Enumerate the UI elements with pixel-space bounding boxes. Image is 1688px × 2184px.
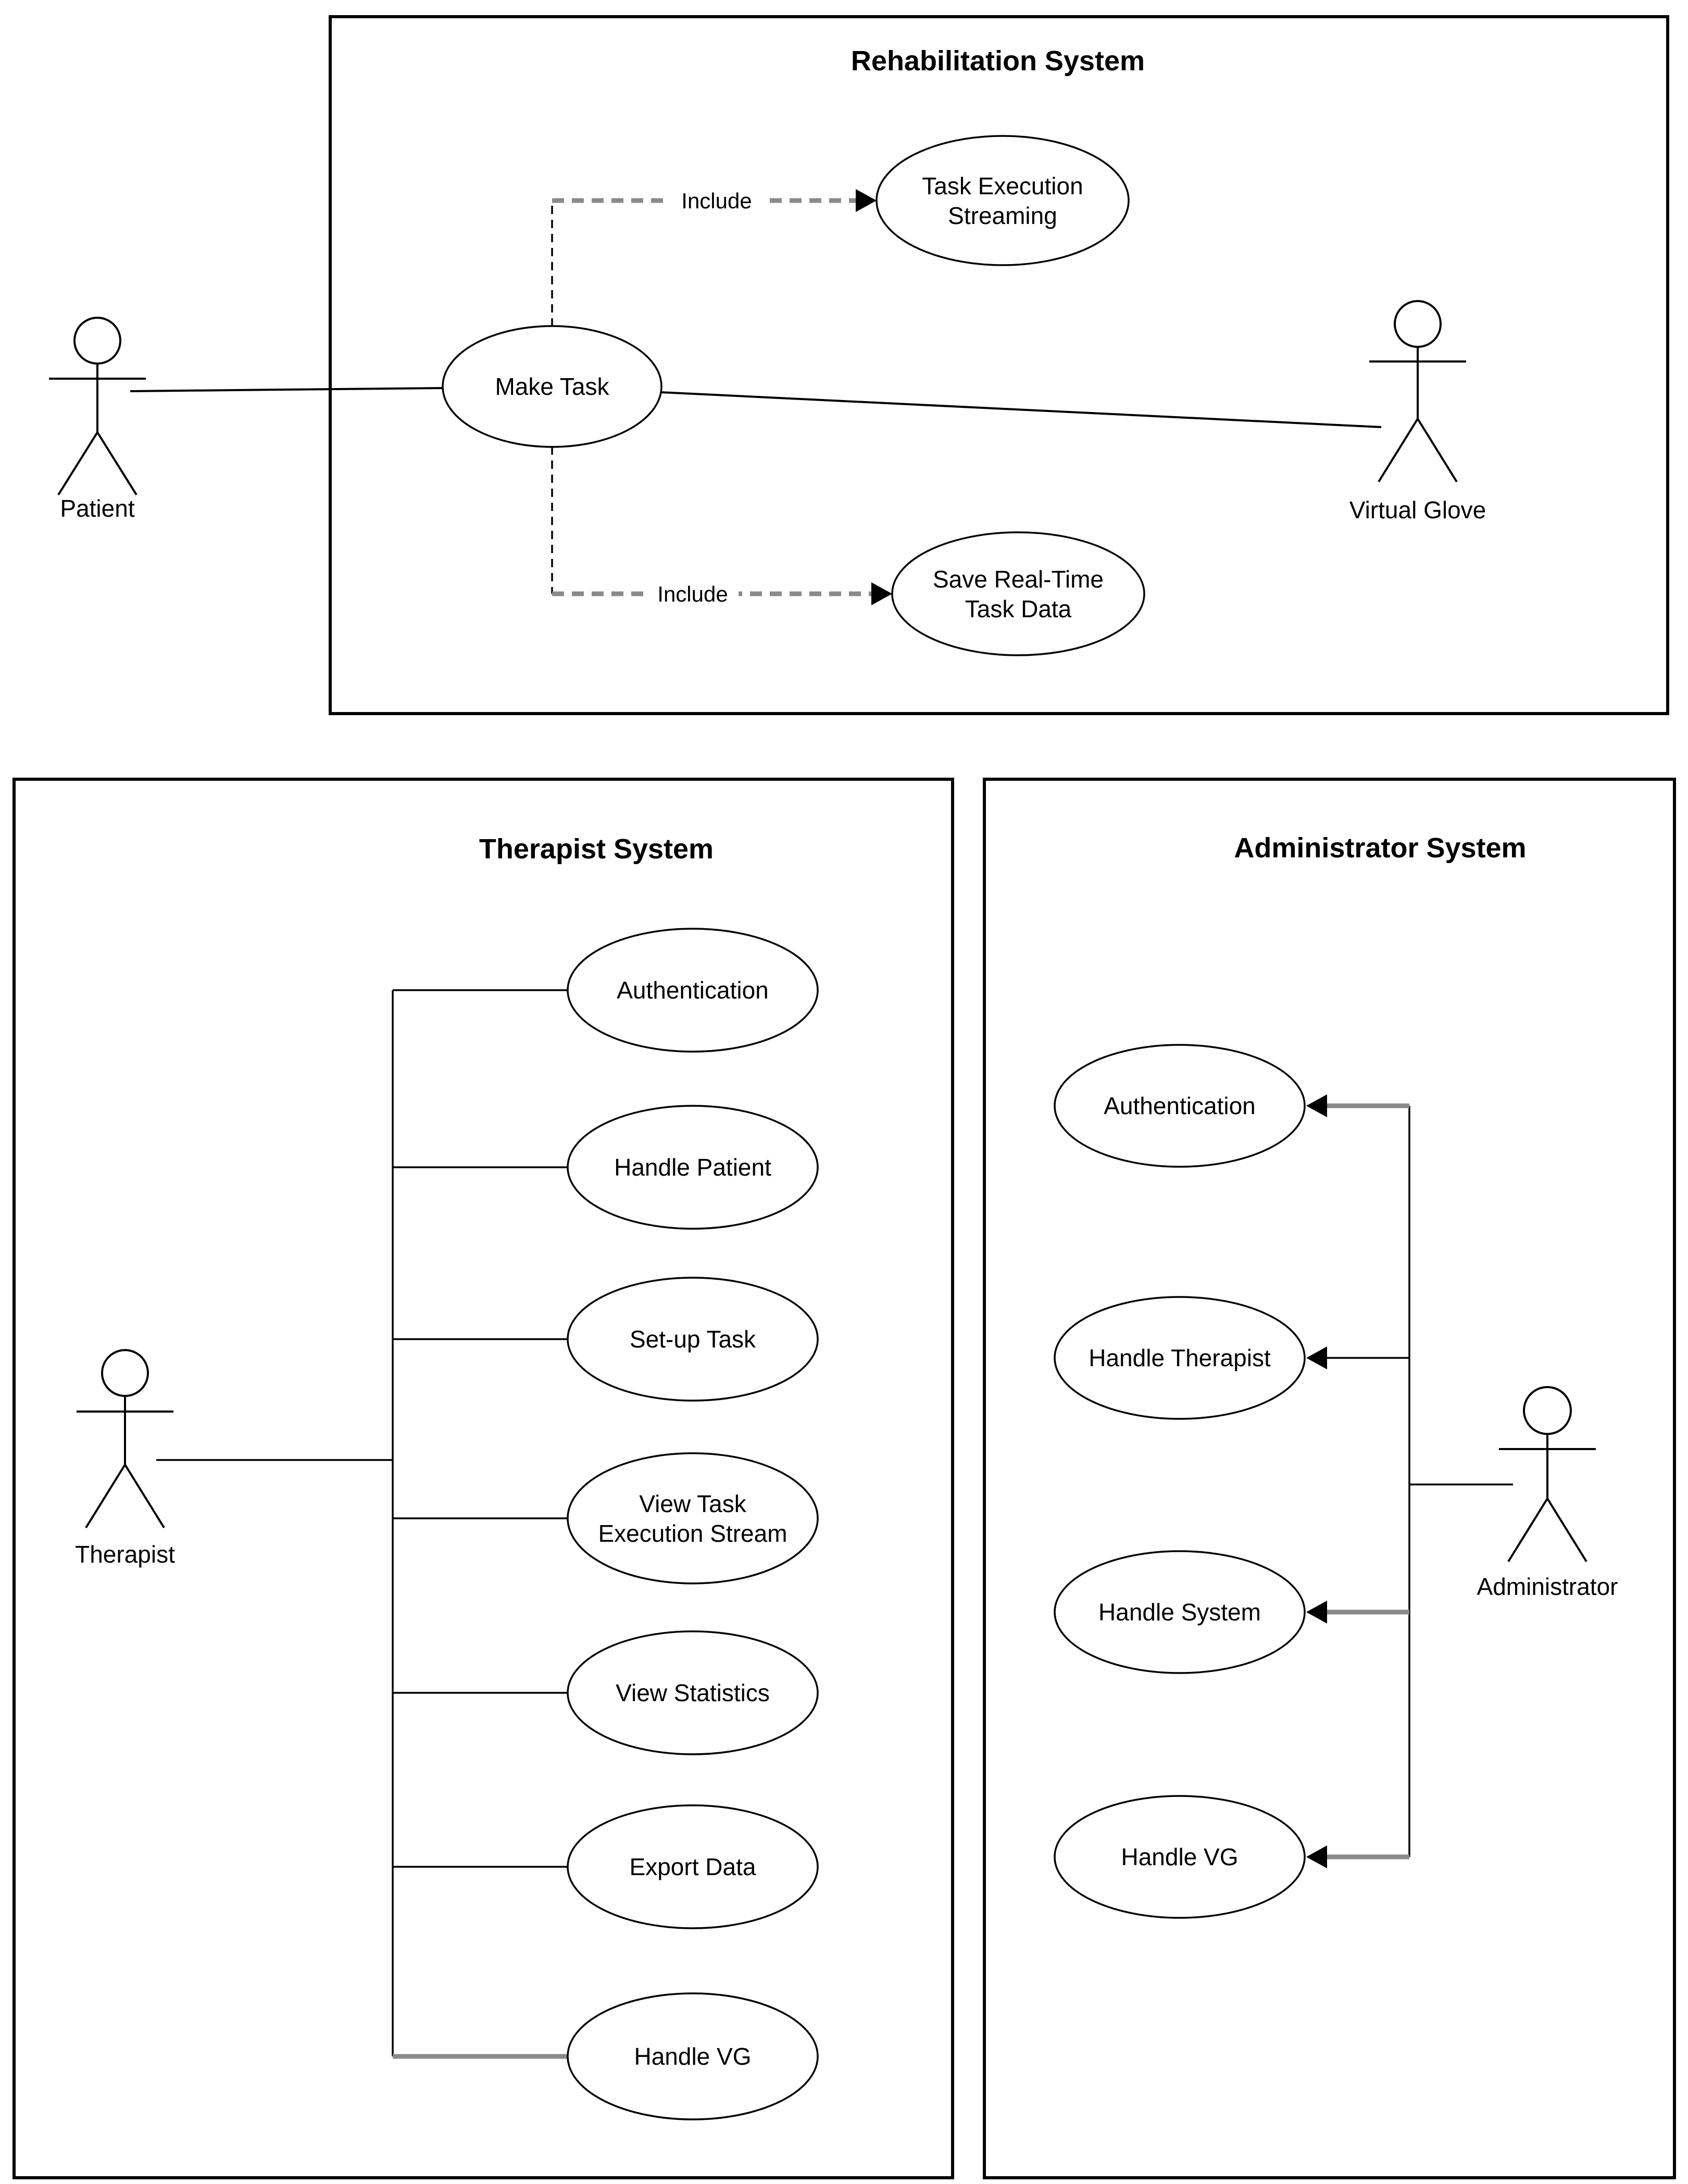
handle-system-label: Handle System bbox=[1098, 1599, 1261, 1626]
actor-leg-left bbox=[1507, 1497, 1548, 1563]
arrowhead-handle-system-icon bbox=[1306, 1601, 1327, 1624]
administrator-system-title: Administrator System bbox=[1234, 832, 1526, 864]
administrator-system-box: Administrator System bbox=[983, 778, 1676, 2179]
include-1-label-bg bbox=[671, 184, 762, 216]
system-boundary bbox=[12, 778, 954, 2179]
arrowhead-authentication-icon bbox=[1306, 1094, 1327, 1117]
view-task-label-line1: View Task bbox=[639, 1490, 746, 1517]
view-task-label-line2: Execution Stream bbox=[598, 1520, 787, 1547]
handle-therapist-label: Handle Therapist bbox=[1089, 1344, 1271, 1371]
admin-authentication-label: Authentication bbox=[1104, 1092, 1256, 1119]
use-case-save-real-time-task-data bbox=[891, 531, 1145, 656]
therapist-actor-icon bbox=[77, 1349, 173, 1529]
export-data-label: Export Data bbox=[630, 1853, 756, 1880]
use-case-set-up-task bbox=[567, 1277, 819, 1402]
virtual-glove-actor-icon bbox=[1369, 300, 1466, 483]
actor-leg-right bbox=[1546, 1497, 1587, 1563]
admin-handle-vg-label: Handle VG bbox=[1121, 1843, 1238, 1870]
view-statistics-label: View Statistics bbox=[616, 1679, 770, 1706]
use-case-make-task bbox=[442, 325, 662, 448]
save-real-time-label-line1: Save Real-Time bbox=[933, 566, 1104, 593]
use-case-export-data bbox=[567, 1804, 819, 1929]
therapist-actor-label: Therapist bbox=[75, 1541, 175, 1568]
use-case-view-statistics bbox=[567, 1630, 819, 1755]
actor-leg-left bbox=[57, 431, 98, 496]
actor-head bbox=[101, 1349, 149, 1397]
rehabilitation-system-box: Rehabilitation System bbox=[329, 15, 1669, 715]
use-case-admin-authentication bbox=[1054, 1044, 1306, 1168]
therapist-system-title: Therapist System bbox=[479, 833, 714, 865]
task-execution-streaming-label-line1: Task Execution bbox=[922, 172, 1083, 199]
task-execution-streaming-label-line2: Streaming bbox=[948, 202, 1057, 229]
include-1-arrowhead-icon bbox=[856, 189, 877, 212]
make-task-label: Make Task bbox=[495, 373, 609, 400]
actor-head bbox=[1523, 1386, 1572, 1435]
use-case-task-execution-streaming bbox=[876, 135, 1130, 266]
handle-vg-label: Handle VG bbox=[634, 2043, 751, 2070]
authentication-label: Authentication bbox=[617, 977, 769, 1004]
virtual-glove-actor-label: Virtual Glove bbox=[1349, 496, 1486, 523]
actor-head bbox=[1394, 300, 1442, 348]
use-case-handle-system bbox=[1054, 1550, 1306, 1674]
patient-actor-label: Patient bbox=[60, 495, 134, 522]
system-boundary bbox=[983, 778, 1676, 2179]
actor-leg-left bbox=[1378, 418, 1419, 483]
actor-head bbox=[73, 317, 121, 365]
actor-leg-right bbox=[96, 431, 137, 496]
include-2-arrowhead-icon bbox=[871, 582, 892, 605]
set-up-task-label: Set-up Task bbox=[630, 1326, 756, 1353]
use-case-handle-therapist bbox=[1054, 1296, 1306, 1420]
use-case-authentication bbox=[567, 928, 819, 1053]
actor-leg-right bbox=[1417, 418, 1458, 483]
rehabilitation-system-title: Rehabilitation System bbox=[851, 45, 1145, 77]
actor-leg-left bbox=[85, 1464, 126, 1529]
therapist-system-box: Therapist System bbox=[12, 778, 954, 2179]
use-case-handle-patient bbox=[567, 1105, 819, 1230]
association-make-task-virtual-glove bbox=[660, 391, 1382, 428]
use-case-handle-vg bbox=[567, 1992, 819, 2120]
administrator-actor-label: Administrator bbox=[1477, 1573, 1618, 1600]
include-2-label: Include bbox=[657, 582, 728, 606]
handle-patient-label: Handle Patient bbox=[614, 1154, 771, 1181]
include-1-label: Include bbox=[681, 189, 752, 213]
use-case-admin-handle-vg bbox=[1054, 1795, 1306, 1919]
actor-leg-right bbox=[124, 1464, 165, 1529]
arrowhead-handle-therapist-icon bbox=[1306, 1346, 1327, 1369]
system-boundary bbox=[329, 15, 1669, 715]
association-patient-make-task bbox=[130, 387, 444, 392]
administrator-actor-icon bbox=[1499, 1386, 1596, 1563]
use-case-view-task-execution-stream bbox=[567, 1452, 819, 1584]
include-2-label-bg bbox=[647, 577, 739, 609]
save-real-time-label-line2: Task Data bbox=[965, 595, 1072, 622]
arrowhead-handle-vg-icon bbox=[1306, 1845, 1327, 1868]
patient-actor-icon bbox=[49, 317, 146, 496]
